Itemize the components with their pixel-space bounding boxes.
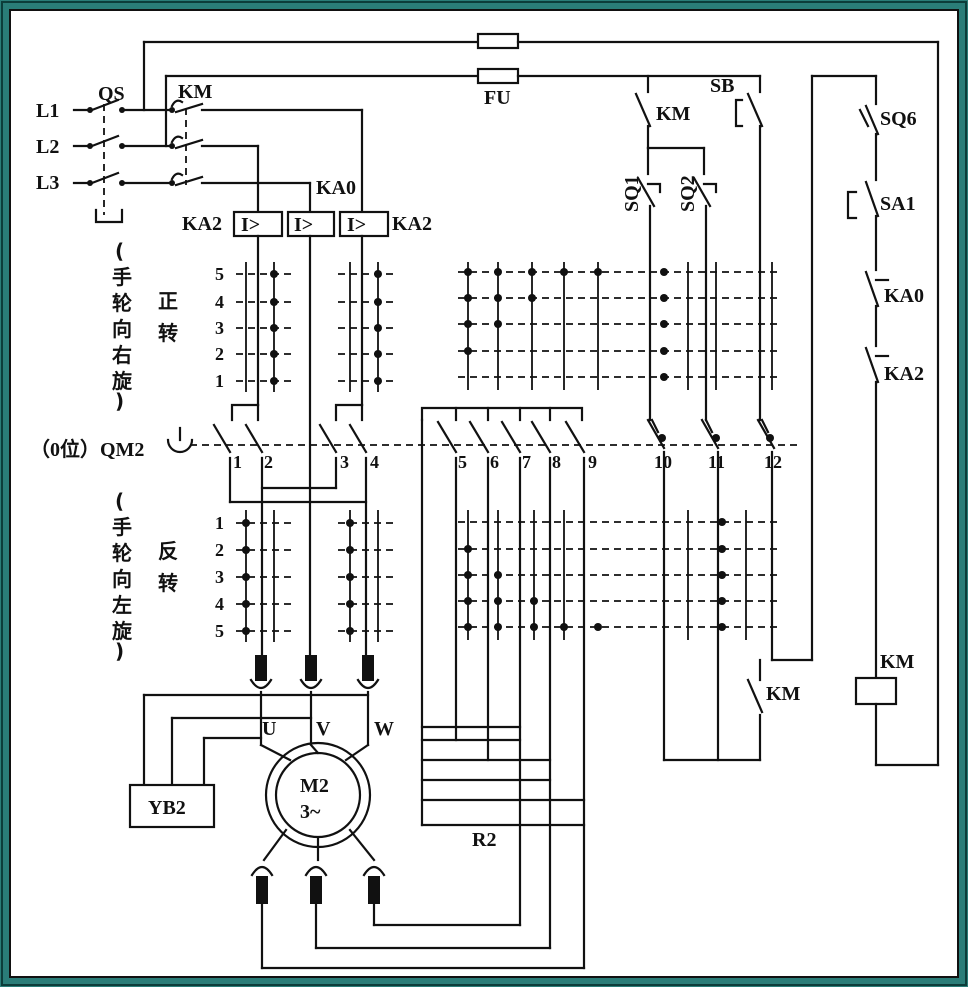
label-l2: L2	[36, 136, 59, 158]
contact-4-label: 4	[370, 452, 379, 472]
label-km-contact: KM	[656, 103, 691, 125]
qm2-control-contacts	[646, 418, 776, 450]
fwd-note-6: )	[115, 389, 124, 413]
resistor-r2	[420, 725, 586, 827]
fwd-note-0: (	[115, 239, 124, 263]
label-motor-name: M2	[300, 775, 329, 797]
supply-lines	[72, 98, 172, 224]
rev-note-4: 左	[112, 593, 132, 617]
contact-2-label: 2	[264, 452, 273, 472]
rev-note-6: )	[115, 639, 124, 663]
qm2-aux-contacts	[420, 406, 586, 970]
rev-note-2: 轮	[112, 541, 132, 565]
reverse-grid-right	[458, 510, 782, 640]
contact-5-label: 5	[458, 452, 467, 472]
rev-note-5: 旋	[111, 619, 133, 643]
fwd-note-2: 轮	[112, 291, 132, 315]
contact-8-label: 8	[552, 452, 561, 472]
fwd-pos-3: 3	[215, 318, 224, 338]
label-ka2-contact: KA2	[884, 363, 924, 385]
fwd-note-3: 向	[112, 317, 132, 341]
rev-pos-5: 5	[215, 621, 224, 641]
contact-6-label: 6	[490, 452, 499, 472]
control-circuit	[634, 74, 940, 767]
rev-note-1: 手	[112, 515, 132, 539]
rev-note-3: 向	[112, 567, 132, 591]
fwd-pos-5: 5	[215, 264, 224, 284]
reverse-char-0: 反	[158, 539, 178, 563]
label-sq1: SQ1	[621, 175, 643, 212]
label-sa1: SA1	[880, 193, 916, 215]
rev-pos-4: 4	[215, 594, 224, 614]
label-l1: L1	[36, 100, 59, 122]
contact-3-label: 3	[340, 452, 349, 472]
label-l3: L3	[36, 172, 59, 194]
label-zero-pos: （0位）QM2	[30, 437, 144, 461]
rev-pos-3: 3	[215, 567, 224, 587]
label-w: W	[374, 718, 394, 740]
label-r2: R2	[472, 829, 496, 851]
label-ka2-right: KA2	[392, 213, 432, 235]
control-supply	[142, 32, 940, 767]
label-v: V	[316, 718, 331, 740]
relay-ka2-left-symbol: I>	[241, 214, 260, 236]
label-ka2-left: KA2	[182, 213, 222, 235]
contact-1-label: 1	[233, 452, 242, 472]
forward-char-0: 正	[158, 289, 178, 313]
label-km-main: KM	[178, 81, 213, 103]
label-fu: FU	[484, 87, 511, 109]
reverse-position-labels: 1 2 3 4 5	[215, 513, 224, 641]
rev-pos-1: 1	[215, 513, 224, 533]
label-yb2: YB2	[148, 797, 186, 819]
forward-grid-left	[236, 262, 398, 392]
label-km-lower: KM	[766, 683, 801, 705]
fwd-note-5: 旋	[111, 369, 133, 393]
label-ka0-contact: KA0	[884, 285, 924, 307]
contact-number-labels: 1 2 3 4 5 6 7 8 9 10 11 12	[233, 452, 782, 472]
label-ka0-top: KA0	[316, 177, 356, 199]
fwd-pos-1: 1	[215, 371, 224, 391]
label-sq6: SQ6	[880, 108, 917, 130]
contact-7-label: 7	[522, 452, 531, 472]
contact-11-label: 11	[708, 452, 725, 472]
relay-ka0-symbol: I>	[294, 214, 313, 236]
text-labels: L1 L2 L3 QS KM FU SB KM SQ6 SA1 KA0 KA2 …	[30, 75, 924, 851]
relay-ka2-right-symbol: I>	[347, 214, 366, 236]
forward-position-labels: 5 4 3 2 1	[215, 264, 224, 391]
label-qs: QS	[98, 83, 125, 105]
km-main-contacts	[169, 99, 364, 214]
forward-char-1: 转	[158, 321, 178, 345]
rev-pos-2: 2	[215, 540, 224, 560]
reverse-grid-left	[236, 510, 398, 642]
label-motor-type: 3~	[300, 801, 321, 823]
rev-note-0: (	[115, 489, 124, 513]
fwd-pos-4: 4	[215, 292, 224, 312]
fwd-pos-2: 2	[215, 344, 224, 364]
forward-grid-right	[458, 262, 782, 390]
fwd-note-4: 右	[112, 343, 132, 367]
forward-annotation: ( 手 轮 向 右 旋 ) 正 转	[111, 239, 178, 413]
overcurrent-relays: I> I> I>	[232, 210, 390, 657]
label-sq2: SQ2	[677, 175, 699, 212]
qm2-main-contacts	[166, 403, 800, 657]
label-u: U	[262, 718, 276, 740]
label-km-coil: KM	[880, 651, 915, 673]
motor-connection	[128, 655, 586, 970]
reverse-char-1: 转	[158, 571, 178, 595]
label-sb: SB	[710, 75, 734, 97]
fwd-note-1: 手	[112, 265, 132, 289]
reverse-annotation: ( 手 轮 向 左 旋 ) 反 转	[111, 489, 178, 663]
contact-9-label: 9	[588, 452, 597, 472]
